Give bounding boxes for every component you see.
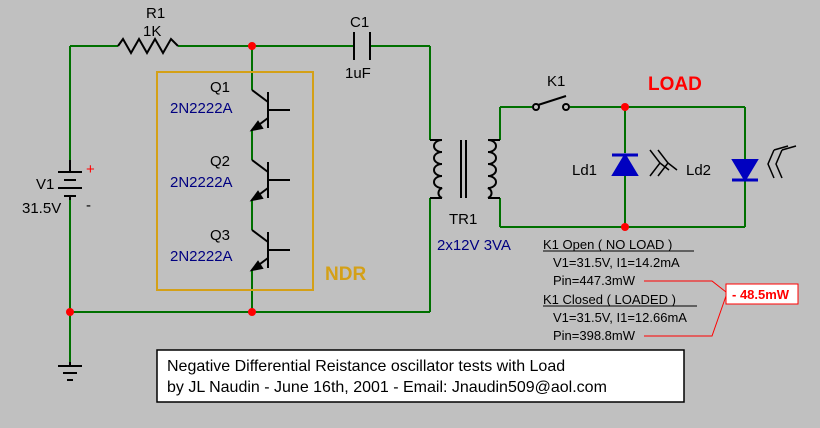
transistor-q2 (249, 159, 290, 202)
q3-name: Q3 (210, 227, 230, 244)
junction-nodes (66, 42, 629, 316)
transistor-q1 (249, 89, 290, 132)
delta-label: - 48.5mW (732, 287, 790, 302)
load-label: LOAD (648, 74, 702, 95)
open-line2: Pin=447.3mW (553, 273, 636, 288)
caption-line1: Negative Differential Reistance oscillat… (167, 358, 565, 375)
c1-name: C1 (350, 14, 369, 31)
q2-part: 2N2222A (170, 174, 233, 191)
q3-part: 2N2222A (170, 248, 233, 265)
open-line1: V1=31.5V, I1=14.2mA (553, 255, 680, 270)
q1-name: Q1 (210, 79, 230, 96)
closed-heading: K1 Closed ( LOADED ) (543, 292, 676, 307)
ground-symbol (58, 362, 82, 381)
delta-callout-lines (644, 280, 727, 337)
closed-line2: Pin=398.8mW (553, 328, 636, 343)
caption-line2: by JL Naudin - June 16th, 2001 - Email: … (167, 379, 607, 396)
delta-box (725, 283, 799, 305)
k1-label: K1 (547, 73, 565, 90)
tr1-value: 2x12V 3VA (437, 237, 511, 254)
switch-k1 (532, 95, 570, 111)
ndr-box (156, 71, 314, 291)
closed-line1: V1=31.5V, I1=12.66mA (553, 310, 687, 325)
caption-box (156, 349, 685, 403)
r1-name: R1 (146, 5, 165, 22)
led-ld1 (611, 149, 678, 177)
v1-value: 31.5V (22, 200, 61, 217)
ld1-label: Ld1 (572, 162, 597, 179)
v1-name: V1 (36, 176, 54, 193)
c1-value: 1uF (345, 65, 371, 82)
heading-underlines (543, 250, 697, 307)
open-heading: K1 Open ( NO LOAD ) (543, 237, 672, 252)
resistor-r1 (117, 36, 179, 56)
capacitor-c1 (353, 32, 371, 60)
transistor-q3 (249, 229, 290, 272)
led-ld2 (731, 145, 797, 182)
q2-name: Q2 (210, 153, 230, 170)
q1-part: 2N2222A (170, 100, 233, 117)
v1-plus-sign: + (86, 161, 95, 178)
ndr-label: NDR (325, 264, 366, 285)
v1-minus-sign: - (86, 197, 91, 214)
r1-value: 1K (143, 23, 161, 40)
battery-v1 (58, 160, 82, 200)
transformer-tr1 (430, 139, 500, 199)
ld2-label: Ld2 (686, 162, 711, 179)
tr1-name: TR1 (449, 211, 477, 228)
